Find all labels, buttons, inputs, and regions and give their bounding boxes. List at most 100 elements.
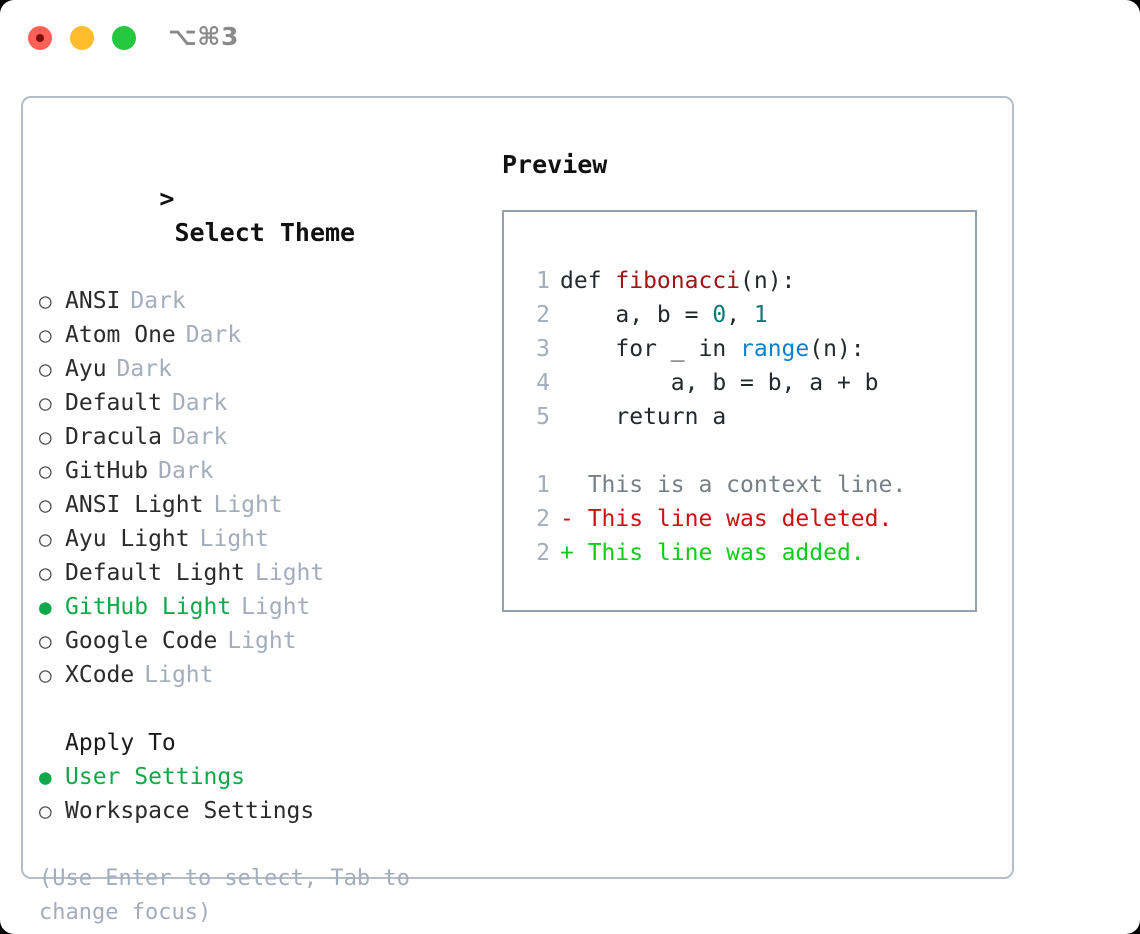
diff-marker-icon: + <box>560 540 588 566</box>
code-diff-separator <box>522 434 975 468</box>
apply-to-option[interactable]: ● User Settings <box>39 760 479 794</box>
theme-variant-badge: Light <box>241 594 311 620</box>
radio-unselected-icon: ○ <box>39 459 52 483</box>
radio-selected-icon: ● <box>39 595 52 619</box>
diff-line-text: This is a context line. <box>587 472 907 498</box>
line-number: 2 <box>536 302 550 328</box>
radio-unselected-icon: ○ <box>39 323 52 347</box>
code-token: range <box>740 336 810 362</box>
theme-list-item[interactable]: ○ ANSI Light Light <box>39 488 479 522</box>
theme-list-item[interactable]: ○ ANSI Dark <box>39 284 479 318</box>
code-token: (n): <box>809 336 865 362</box>
theme-list-item[interactable]: ○ XCode Light <box>39 658 479 692</box>
zoom-button[interactable] <box>112 26 136 50</box>
theme-variant-badge: Dark <box>130 288 186 314</box>
minimize-button[interactable] <box>70 26 94 50</box>
theme-name: Ayu Light <box>65 526 190 552</box>
select-theme-label <box>159 218 174 247</box>
code-line: 1 def fibonacci(n): <box>522 264 975 298</box>
code-token: a, b = b, a + b <box>560 370 879 396</box>
diff-block: 1 This is a context line.2- This line wa… <box>522 468 975 570</box>
theme-variant-badge: Light <box>227 628 297 654</box>
theme-variant-badge: Dark <box>116 356 172 382</box>
theme-variant-badge: Dark <box>171 424 228 450</box>
code-token: def <box>560 268 616 294</box>
code-line: 4 a, b = b, a + b <box>522 366 975 400</box>
code-token: (n): <box>740 268 796 294</box>
code-token: a, b = <box>560 302 713 328</box>
radio-unselected-icon: ○ <box>39 663 52 687</box>
theme-name: GitHub <box>65 458 149 484</box>
apply-to-option[interactable]: ○Workspace Settings <box>39 794 479 828</box>
diff-line: 2- This line was deleted. <box>522 502 975 536</box>
code-token: return a <box>560 404 727 430</box>
preview-title: Preview <box>502 150 608 179</box>
close-button[interactable] <box>28 26 52 50</box>
radio-unselected-icon: ○ <box>39 391 52 415</box>
theme-name: GitHub Light <box>65 594 232 620</box>
theme-name: Default <box>65 390 162 416</box>
code-line-content: return a <box>560 400 726 434</box>
code-token: , <box>726 302 754 328</box>
theme-name: ANSI Light <box>65 492 204 518</box>
diff-line-text: This line was added. <box>587 540 865 566</box>
apply-to-title: Apply To <box>65 730 176 756</box>
window-title: ⌥⌘3 <box>168 22 239 51</box>
radio-selected-icon: ● <box>39 765 52 789</box>
theme-variant-badge: Light <box>144 662 214 688</box>
line-number: 3 <box>536 336 550 362</box>
diff-line: 2 + This line was added. <box>522 536 975 570</box>
theme-name: Dracula <box>65 424 162 450</box>
select-theme-header: > Select Theme <box>39 148 479 284</box>
header-caret-icon: > <box>159 184 175 213</box>
code-line-content: def fibonacci(n): <box>560 264 795 298</box>
theme-name: ANSI <box>65 288 121 314</box>
radio-unselected-icon: ○ <box>39 629 52 653</box>
apply-to-list: ● User Settings ○Workspace Settings <box>39 760 479 828</box>
theme-variant-badge: Light <box>213 492 283 518</box>
code-token: 1 <box>753 302 768 328</box>
window-controls <box>28 26 136 50</box>
theme-name: Default Light <box>65 560 246 586</box>
diff-line-text: This line was deleted. <box>587 506 893 532</box>
diff-marker-icon <box>560 468 588 502</box>
radio-unselected-icon: ○ <box>39 561 52 585</box>
code-token: 0 <box>712 302 727 328</box>
radio-unselected-icon: ○ <box>39 799 52 823</box>
theme-list-item[interactable]: ○ Atom One Dark <box>39 318 479 352</box>
code-line-content: a, b = b, a + b <box>560 366 879 400</box>
theme-name: XCode <box>65 662 135 688</box>
code-line: 2 a, b = 0, 1 <box>522 298 975 332</box>
theme-variant-badge: Light <box>199 526 269 552</box>
line-number: 1 <box>536 268 550 294</box>
radio-unselected-icon: ○ <box>39 493 52 517</box>
diff-marker-icon: - <box>560 506 588 532</box>
keyboard-hint: (Use Enter to select, Tab to change focu… <box>39 866 410 925</box>
radio-unselected-icon: ○ <box>39 527 52 551</box>
select-theme-title: Select Theme <box>174 218 356 247</box>
line-number: 2 <box>536 540 550 566</box>
line-number: 5 <box>536 404 550 430</box>
theme-variant-badge: Dark <box>185 322 242 348</box>
spacer <box>39 692 479 726</box>
theme-variant-badge: Dark <box>171 390 228 416</box>
theme-list-item[interactable]: ○ Default Dark <box>39 386 479 420</box>
apply-to-label: User Settings <box>65 764 246 790</box>
theme-list-item[interactable]: ○ GitHub Dark <box>39 454 479 488</box>
diff-line: 1 This is a context line. <box>522 468 975 502</box>
theme-name: Atom One <box>65 322 176 348</box>
title-bar: ⌥⌘3 <box>0 0 1140 80</box>
radio-unselected-icon: ○ <box>39 289 52 313</box>
theme-variant-badge: Dark <box>158 458 214 484</box>
theme-list-item[interactable]: ○ Ayu Light Light <box>39 522 479 556</box>
theme-list-item[interactable]: ● GitHub Light Light <box>39 590 479 624</box>
